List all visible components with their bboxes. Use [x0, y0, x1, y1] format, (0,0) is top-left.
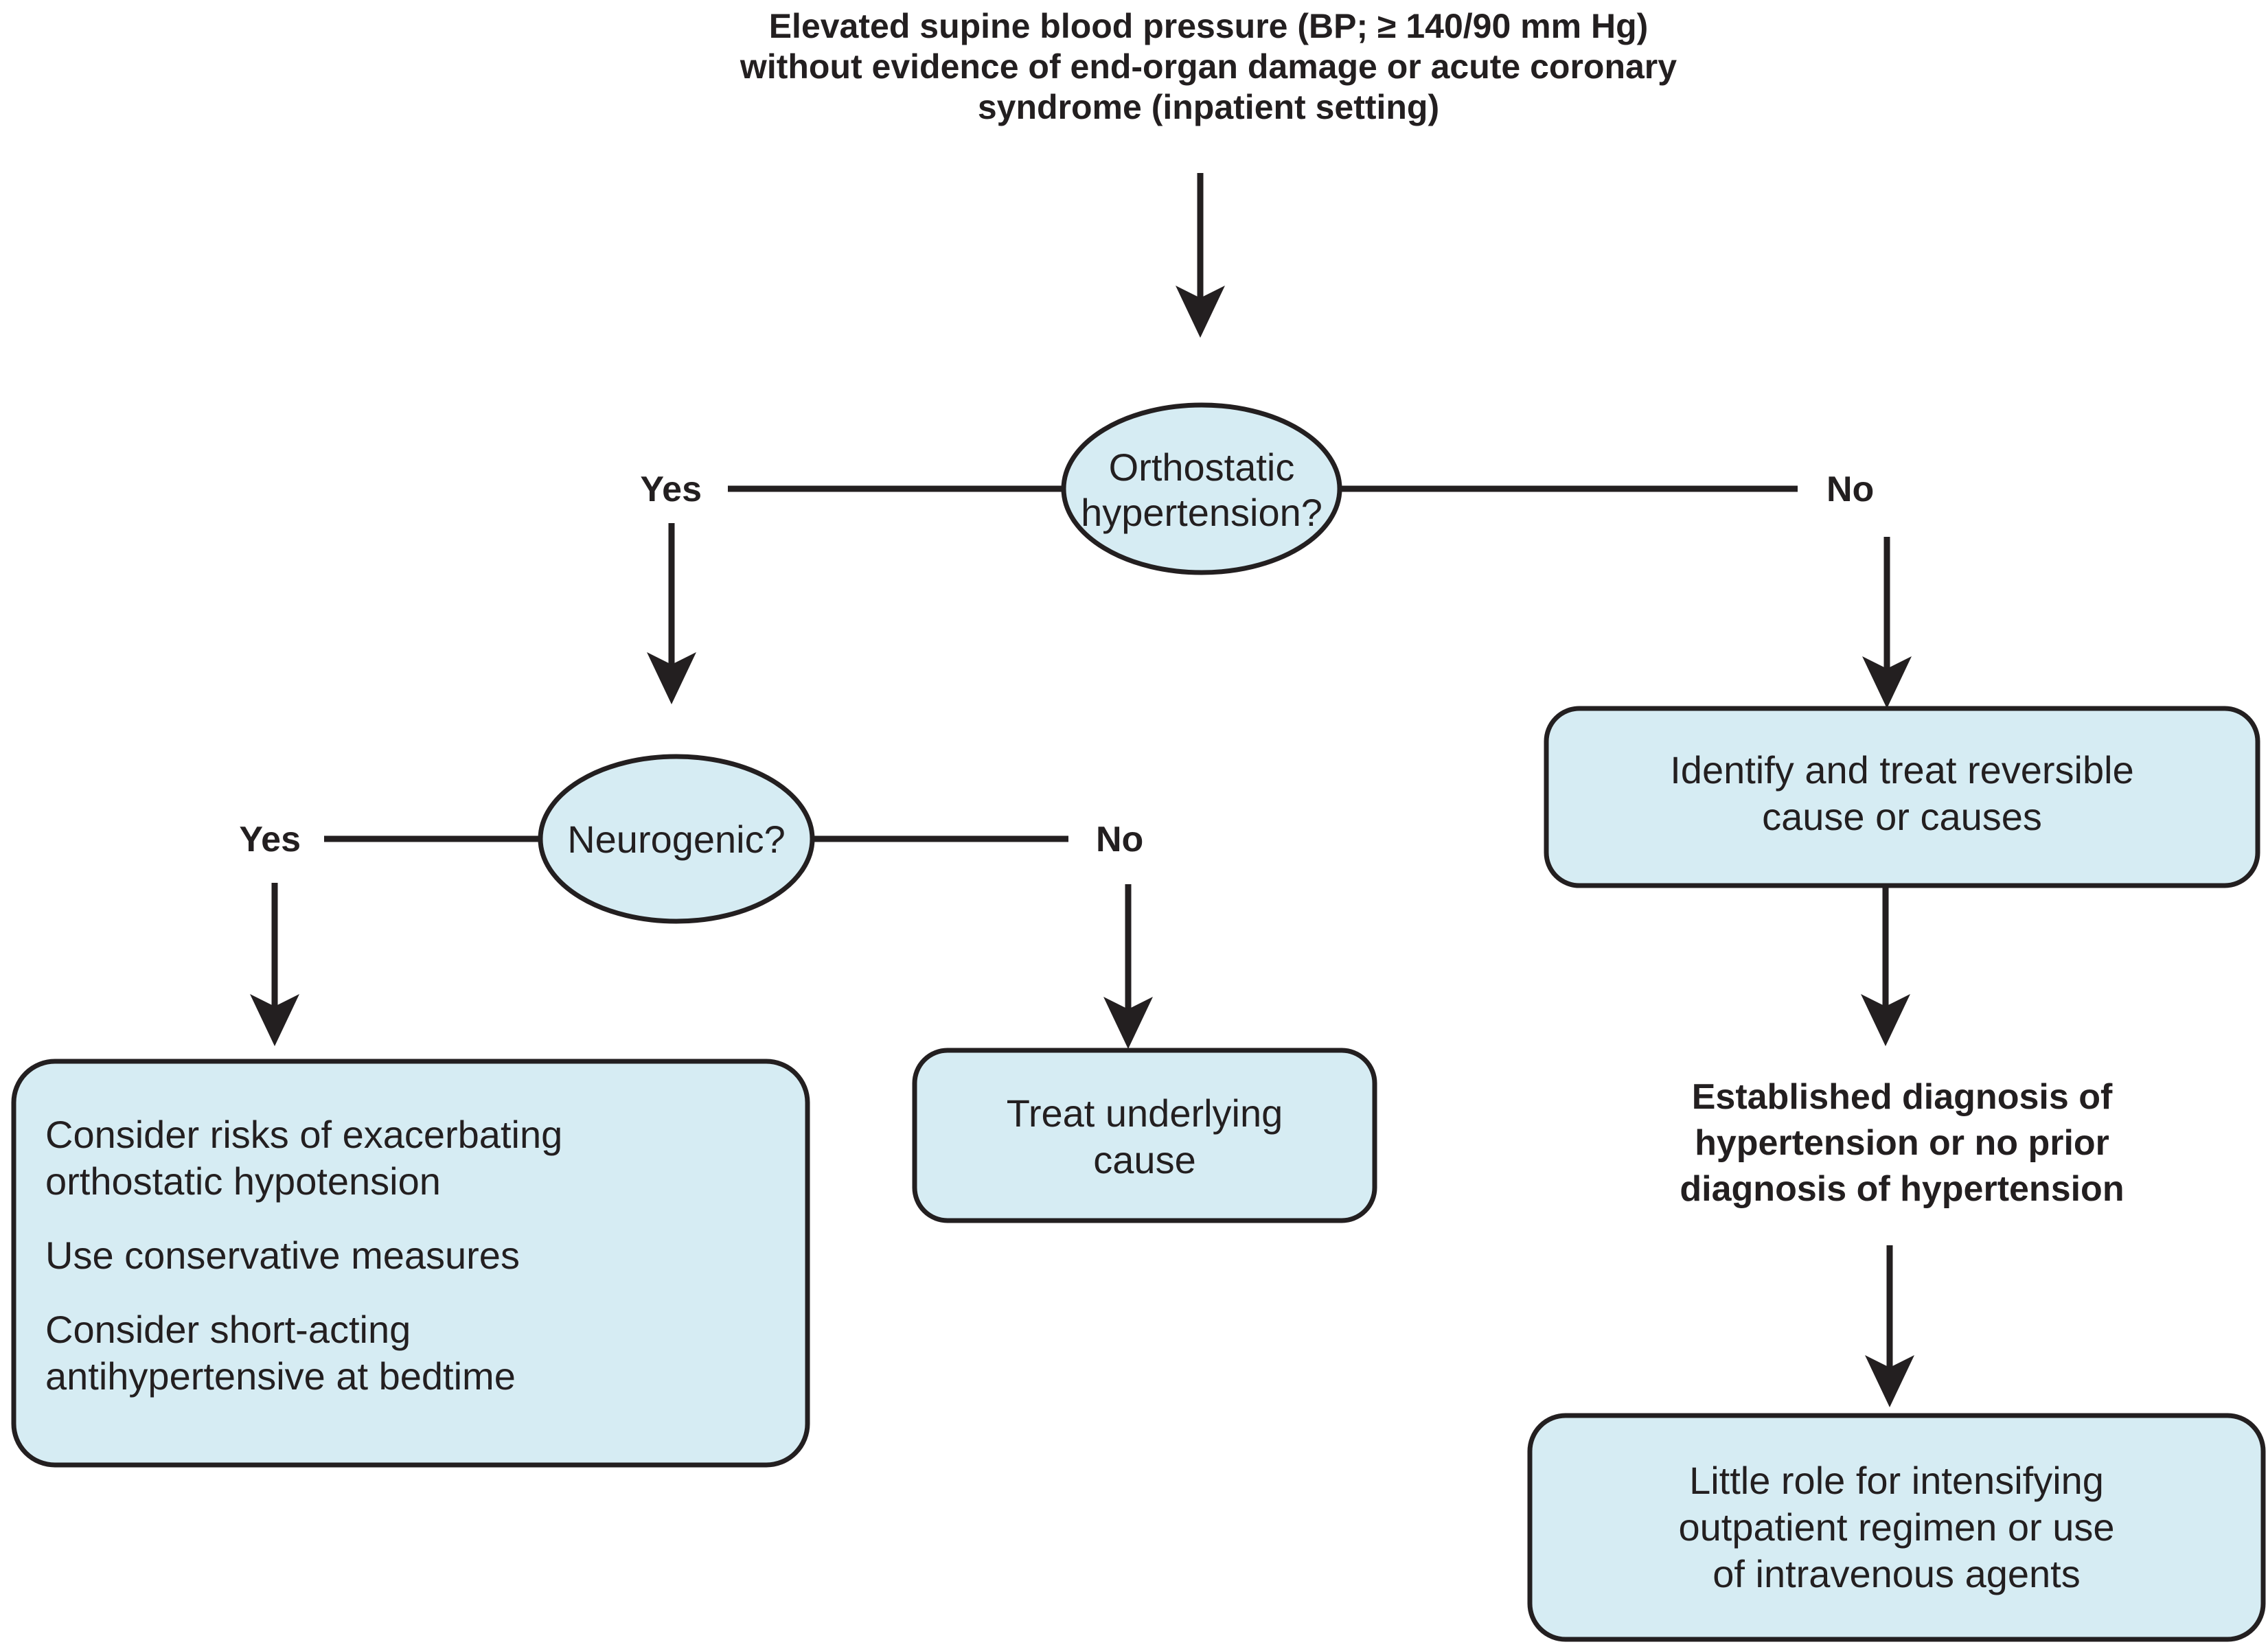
outcome-identify-reversible-cause[interactable]: Identify and treat reversible cause or c… [1544, 706, 2260, 888]
label-established-diagnosis: Established diagnosis of hypertension or… [1680, 1077, 2124, 1209]
outcome-little-role-line-1: Little role for intensifying [1689, 1459, 2104, 1502]
outcome-little-role[interactable]: Little role for intensifying outpatient … [1527, 1413, 2266, 1642]
outcome-conservative-p3-line2: antihypertensive at bedtime [45, 1354, 516, 1398]
arrow-head-icon [250, 994, 299, 1046]
outcome-identify-reversible-line-1: Identify and treat reversible [1670, 748, 2133, 792]
branch-label-neurogenic-no: No [1096, 820, 1143, 859]
established-diagnosis-line-2: hypertension or no prior [1695, 1123, 2109, 1163]
decision-neurogenic-label: Neurogenic? [567, 818, 786, 861]
outcome-conservative-p1-line1: Consider risks of exacerbating [45, 1113, 562, 1156]
outcome-little-role-line-2: outpatient regimen or use [1678, 1505, 2114, 1549]
outcome-conservative-box [11, 1059, 810, 1468]
outcome-conservative-measures[interactable]: Consider risks of exacerbating orthostat… [11, 1059, 810, 1468]
branch-label-orthostatic-yes: Yes [640, 470, 702, 509]
outcome-identify-reversible-line-2: cause or causes [1762, 795, 2042, 838]
arrow-established-to-little-role [1865, 1245, 1914, 1407]
branch-orthostatic-yes: Yes [640, 470, 1066, 704]
arrow-title-to-orthostatic [1176, 173, 1225, 338]
established-diagnosis-line-1: Established diagnosis of [1692, 1077, 2113, 1117]
branch-orthostatic-no: No [1339, 470, 1912, 708]
title-line-1: Elevated supine blood pressure (BP; ≥ 14… [769, 7, 1649, 45]
decision-orthostatic-hypertension[interactable]: Orthostatic hypertension? [1061, 402, 1342, 575]
branch-neurogenic-yes: Yes [239, 820, 542, 1046]
branch-label-neurogenic-yes: Yes [239, 820, 301, 859]
decision-orthostatic-label-line-1: Orthostatic [1109, 446, 1295, 489]
arrow-head-icon [1862, 656, 1912, 708]
decision-orthostatic-label-line-2: hypertension? [1081, 491, 1322, 534]
branch-label-orthostatic-no: No [1826, 470, 1874, 509]
outcome-treat-underlying-cause[interactable]: Treat underlying cause [912, 1048, 1377, 1223]
outcome-treat-cause-box [912, 1048, 1377, 1223]
outcome-identify-reversible-box [1544, 706, 2260, 888]
arrow-head-icon [1865, 1355, 1914, 1407]
outcome-treat-cause-line-1: Treat underlying [1007, 1092, 1283, 1135]
outcome-conservative-p3-line1: Consider short-acting [45, 1308, 411, 1351]
arrow-head-icon [647, 652, 696, 704]
outcome-little-role-box [1527, 1413, 2266, 1642]
arrow-identify-to-established [1861, 886, 1910, 1046]
title-line-2: without evidence of end-organ damage or … [740, 47, 1677, 86]
branch-neurogenic-no: No [812, 820, 1153, 1049]
outcome-treat-cause-line-2: cause [1093, 1138, 1195, 1181]
outcome-conservative-p1-line2: orthostatic hypotension [45, 1159, 441, 1203]
title-line-3: syndrome (inpatient setting) [978, 88, 1439, 126]
arrow-head-icon [1176, 286, 1225, 338]
decision-orthostatic-ellipse [1061, 402, 1342, 575]
arrow-head-icon [1103, 997, 1153, 1049]
flowchart-title: Elevated supine blood pressure (BP; ≥ 14… [740, 7, 1677, 126]
decision-neurogenic[interactable]: Neurogenic? [538, 754, 815, 924]
outcome-little-role-line-3: of intravenous agents [1713, 1552, 2080, 1595]
outcome-conservative-p2-line1: Use conservative measures [45, 1234, 520, 1277]
arrow-head-icon [1861, 994, 1910, 1046]
established-diagnosis-line-3: diagnosis of hypertension [1680, 1169, 2124, 1209]
